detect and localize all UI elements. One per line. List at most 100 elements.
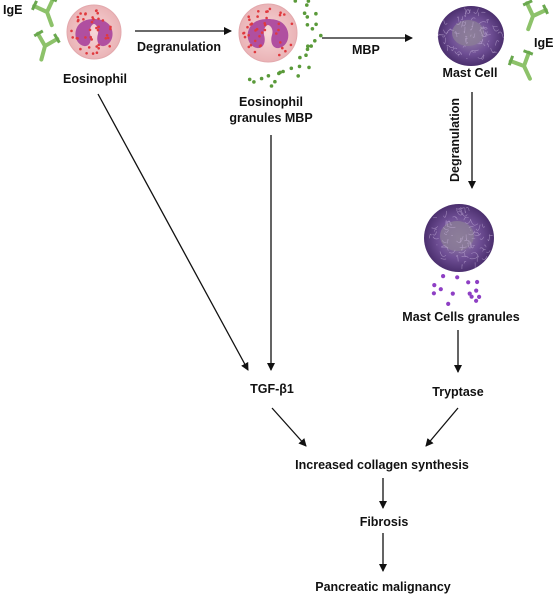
mbp-granule	[309, 44, 314, 48]
eosinophil-granule	[278, 53, 281, 57]
eosinophil-granule	[88, 28, 92, 32]
degranulation-label-vertical: Degranulation	[448, 97, 462, 183]
eosinophil-granule	[95, 26, 98, 30]
eosinophil-granule	[97, 47, 100, 50]
eosinophil-granule	[90, 20, 94, 24]
mast-cell-granule	[432, 283, 437, 288]
eosinophil-granule	[260, 31, 264, 34]
mast-cell-granule	[474, 298, 479, 303]
mbp-granule	[314, 11, 318, 16]
eosinophil-granule	[277, 22, 281, 26]
mbp-granule	[247, 77, 252, 82]
eosinophil-granule	[265, 16, 268, 20]
eosinophil-granule	[278, 13, 282, 17]
mast-cell-granule	[467, 291, 472, 296]
eosinophil-granule	[243, 35, 247, 39]
eosinophil-granule	[259, 44, 263, 47]
mbp-granule	[307, 65, 311, 70]
eosinophil-granule	[92, 18, 95, 21]
antibody-icon	[33, 29, 61, 62]
eosinophil-granule	[109, 27, 112, 31]
antibody-icon	[507, 49, 534, 81]
eosinophil-granule	[82, 18, 85, 21]
mast-cell-granule	[466, 280, 471, 285]
eosinophil-granule	[263, 22, 267, 25]
mbp-granule	[273, 79, 277, 84]
eosinophil-granule	[284, 49, 287, 53]
mast-cell-granule	[446, 301, 451, 306]
eosinophil-granules-label-line1: Eosinophil	[239, 95, 303, 109]
eosinophil-granule	[275, 32, 278, 35]
antibody-icon	[522, 0, 549, 32]
mbp-granule	[305, 47, 310, 52]
mbp-granule	[277, 71, 281, 76]
fibrosis-label: Fibrosis	[359, 515, 409, 529]
ige-label-left: IgE	[3, 3, 23, 17]
mbp-granule	[306, 0, 311, 3]
eosinophil-granule	[277, 28, 280, 32]
eosinophil-granule	[256, 15, 259, 18]
eosinophil-granule	[281, 46, 284, 50]
mbp-granule	[289, 66, 294, 71]
eosinophil-granule	[90, 38, 93, 41]
mbp-granule	[319, 33, 323, 38]
eosinophil-granule	[249, 23, 252, 26]
eosinophil-granule	[95, 51, 99, 54]
mast-cell-granule	[438, 287, 443, 292]
eosinophil-granule	[79, 12, 82, 15]
mast-cell-granule	[431, 291, 436, 296]
mbp-granule	[304, 53, 308, 57]
eosinophil-granule	[97, 43, 100, 47]
mbp-granule	[252, 80, 256, 84]
mast-cell-granule	[441, 274, 446, 279]
mbp-granule	[314, 22, 318, 27]
eosinophil-granule	[85, 52, 88, 55]
eosinophil-granule	[247, 45, 251, 49]
eosinophil-granule	[258, 35, 261, 38]
eosinophil-granule	[253, 39, 257, 43]
arrow-tgf-to-collagen	[271, 407, 307, 447]
mbp-granule	[305, 23, 310, 27]
eosinophil-granule	[96, 11, 99, 15]
mbp-granule	[305, 15, 310, 19]
eosinophil-granule	[266, 10, 269, 13]
mast-cell-degranulating-icon	[424, 204, 494, 306]
mast-cell-granule	[474, 288, 479, 293]
eosinophil-granule	[109, 25, 112, 29]
eosinophil-granule	[104, 37, 108, 40]
eosinophil-granule	[76, 15, 80, 19]
degranulation-label-top: Degranulation	[137, 40, 222, 54]
mbp-granule	[296, 74, 301, 78]
mbp-label: MBP	[352, 43, 380, 57]
mast-cell-label: Mast Cell	[442, 66, 498, 80]
eosinophil-granule	[77, 18, 80, 22]
eosinophil-granule	[248, 18, 251, 22]
mast-cell-granule	[455, 275, 460, 280]
eosinophil-granule	[268, 7, 272, 11]
ige-label-right: IgE	[534, 36, 554, 50]
eosinophil-granule	[76, 37, 79, 40]
eosinophil-granule	[279, 41, 282, 44]
mbp-granule	[310, 27, 315, 31]
eosinophil-granule	[79, 47, 82, 51]
arrow-eosinophil-to-tgf	[97, 93, 249, 371]
eosinophil-granule	[101, 19, 105, 22]
mbp-granule	[293, 0, 298, 3]
eosinophil-granule	[290, 22, 294, 26]
antibody-icon	[31, 0, 58, 28]
mbp-granule	[259, 76, 264, 81]
eosinophil-granule	[95, 9, 98, 12]
eosinophil-granule	[247, 34, 250, 37]
mbp-granule	[313, 39, 317, 43]
eosinophil-granule	[247, 15, 250, 18]
tryptase-label: Tryptase	[432, 385, 484, 399]
eosinophil-granule	[263, 28, 267, 32]
eosinophil-granule	[89, 35, 92, 39]
mbp-granule	[266, 74, 271, 78]
mbp-granule	[305, 3, 309, 7]
eosinophil-granule	[283, 13, 286, 16]
eosinophil-granule	[97, 25, 100, 29]
mast-cell-granule	[450, 291, 455, 296]
eosinophil-granule	[71, 36, 74, 39]
